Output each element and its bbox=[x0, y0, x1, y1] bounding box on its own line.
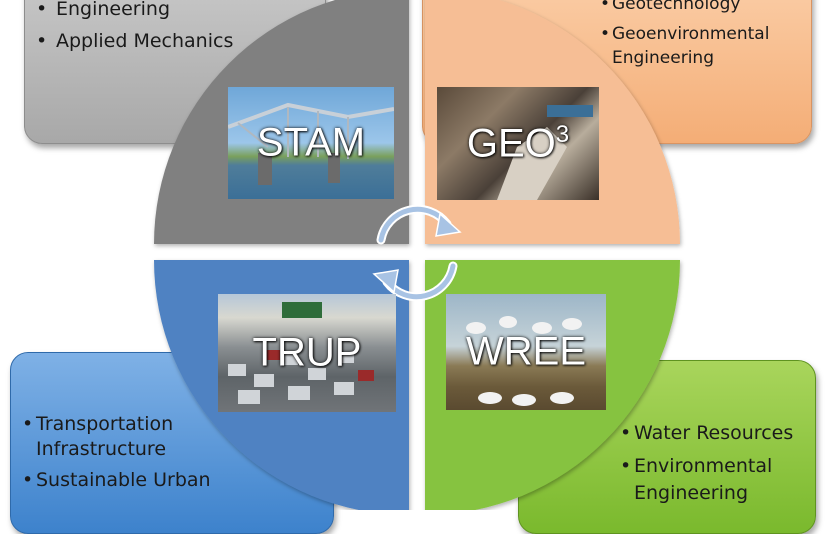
traffic-image bbox=[228, 302, 374, 404]
traffic-photo: TRUP bbox=[218, 294, 396, 412]
list-item: Environmental Engineering bbox=[620, 453, 809, 507]
circular-arrows-icon bbox=[372, 204, 462, 302]
bridge-photo: STAM bbox=[228, 87, 394, 199]
swans-photo: WREE bbox=[446, 294, 606, 410]
list-item: Sustainable Urban bbox=[22, 468, 216, 493]
list-item: Geoenvironmental Engineering bbox=[600, 22, 802, 70]
list-item: Engineering bbox=[36, 0, 296, 22]
wree-label: WREE bbox=[466, 329, 586, 374]
bottom-right-bullets: Water Resources Environmental Engineerin… bbox=[620, 420, 809, 513]
trup-label: TRUP bbox=[252, 330, 362, 375]
list-item: Applied Mechanics bbox=[36, 28, 296, 54]
swans-image bbox=[466, 316, 582, 406]
bottom-left-bullets: Transportation Infrastructure Sustainabl… bbox=[22, 412, 216, 499]
top-right-bullets: Geotechnology Geoenvironmental Engineeri… bbox=[600, 0, 802, 76]
dam-image bbox=[497, 105, 593, 200]
list-item: Transportation Infrastructure bbox=[22, 412, 216, 462]
dam-photo: GEO3 bbox=[437, 87, 599, 200]
quadrant-circle bbox=[154, 0, 680, 510]
geo-label: GEO3 bbox=[466, 120, 570, 165]
list-item: Geotechnology bbox=[600, 0, 802, 16]
list-item: Water Resources bbox=[620, 420, 809, 447]
stam-label: STAM bbox=[256, 120, 366, 165]
top-left-bullets: Engineering Applied Mechanics bbox=[36, 0, 296, 60]
bridge-image bbox=[228, 102, 394, 185]
